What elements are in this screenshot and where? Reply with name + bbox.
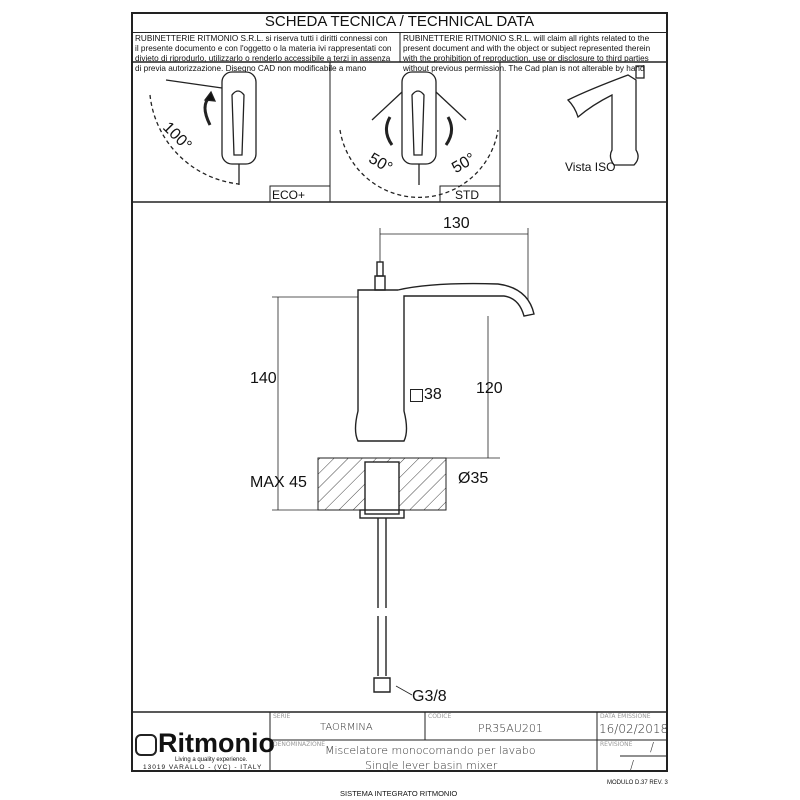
eco-view — [149, 71, 257, 185]
revisione-value-2: / — [630, 758, 635, 772]
std-view — [339, 71, 499, 198]
square-symbol-icon — [410, 389, 423, 402]
dim-thread: G3/8 — [412, 688, 447, 705]
serie-value: TAORMINA — [320, 722, 373, 733]
dim-hole: Ø35 — [458, 470, 489, 487]
brand-address: 13019 VARALLO - (VC) - ITALY — [143, 764, 263, 771]
codice-value: PR35AU201 — [478, 722, 543, 735]
sheet-frame — [131, 12, 668, 772]
dimension-lines — [272, 228, 529, 696]
dim-height-total: 140 — [250, 370, 277, 387]
desc-en: Single lever basin mixer — [365, 759, 498, 772]
data-label: DATA EMISSIONE — [600, 713, 651, 720]
iso-view — [566, 65, 645, 166]
denominazione-label: DENOMINAZIONE — [273, 741, 326, 748]
dim-width: 130 — [443, 215, 470, 232]
data-value: 16/02/2018 — [599, 722, 669, 736]
eco-label: ECO+ — [272, 188, 306, 202]
brand-tagline: Living a quality experience. — [175, 757, 248, 763]
faucet-drawing — [317, 261, 535, 693]
dim-height-spout: 120 — [476, 380, 503, 397]
footer-module: MODULO D.37 REV. 3 — [607, 780, 668, 786]
serie-label: SERIE — [273, 713, 291, 720]
codice-label: CODICE — [428, 713, 452, 720]
dim-max-deck: MAX 45 — [250, 474, 307, 491]
revisione-value: / — [650, 740, 655, 754]
dim-square: 38 — [410, 386, 442, 404]
brand-logo: Ritmonio — [158, 728, 275, 758]
title-block-lines — [131, 711, 668, 772]
iso-label: Vista ISO — [565, 160, 616, 174]
copyright-note-en: RUBINETTERIE RITMONIO S.R.L. will claim … — [403, 34, 651, 73]
footer-system: SISTEMA INTEGRATO RITMONIO — [340, 789, 458, 798]
desc-it: Miscelatore monocomando per lavabo — [325, 744, 536, 757]
copyright-note-it: RUBINETTERIE RITMONIO S.R.L. si riserva … — [135, 34, 392, 73]
std-label: STD — [455, 188, 479, 202]
revisione-label: REVISIONE — [600, 741, 633, 748]
dim-square-value: 38 — [424, 386, 442, 403]
